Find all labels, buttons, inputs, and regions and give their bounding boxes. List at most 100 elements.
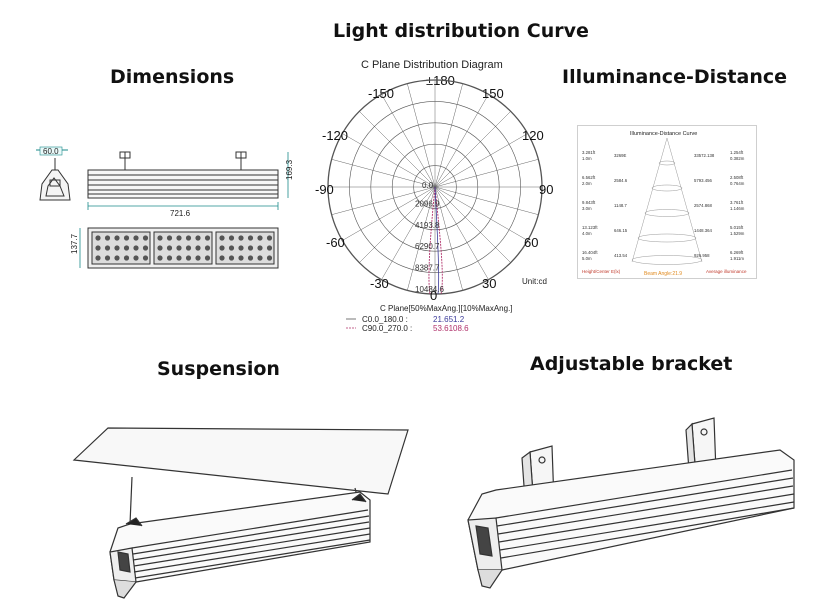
polar-title: C Plane Distribution Diagram — [361, 59, 503, 71]
polar-label-60: 60 — [524, 235, 538, 250]
led-chip — [219, 245, 225, 251]
led-chip — [123, 255, 130, 261]
polar-label-minus90: -90 — [315, 182, 334, 197]
led-chip — [104, 235, 111, 241]
legend-c0-value: 21.651.2 — [433, 315, 465, 324]
illum-cell: 0.764m — [730, 181, 745, 186]
illum-cell: 3.761ft — [730, 200, 744, 205]
polar-label-150: 150 — [482, 86, 504, 101]
led-chip — [247, 235, 254, 241]
led-chip — [176, 245, 182, 251]
led-chip — [238, 235, 244, 241]
suspended-fixture — [109, 491, 371, 599]
led-chip — [95, 235, 101, 241]
illum-cell: 1.254ft — [730, 150, 744, 155]
led-chip — [228, 235, 235, 241]
illum-cell: 1.529m — [730, 231, 745, 236]
led-chip — [123, 235, 130, 241]
illum-cell: 3269E — [614, 153, 627, 158]
legend-c90-name: C90.0_270.0 : — [362, 324, 412, 333]
led-chip — [185, 245, 192, 251]
illum-cell: 2.508ft — [730, 175, 744, 180]
polar-ring-label: 2096.9 — [415, 199, 440, 208]
led-chip — [257, 255, 263, 261]
illum-cell: 3.0m — [582, 206, 592, 211]
led-chip — [166, 235, 173, 241]
led-chip — [157, 235, 163, 241]
polar-spoke — [434, 186, 489, 280]
adjustable-bracket-heading: Adjustable bracket — [530, 353, 733, 375]
dim-width-label: 60.0 — [43, 147, 59, 156]
dimensions-drawing: 60.0 721.6 169.3 137.7 — [30, 140, 305, 280]
curve-c90 — [434, 186, 443, 295]
polar-spoke — [381, 186, 436, 280]
polar-spoke — [434, 186, 528, 241]
led-chip — [133, 245, 139, 251]
polar-spoke — [407, 186, 436, 291]
led-chip — [133, 255, 139, 261]
illum-footer-right: Average illuminance — [706, 269, 747, 274]
led-chip — [185, 255, 192, 261]
led-chip — [219, 235, 225, 241]
led-chip — [176, 255, 182, 261]
beam-cone — [631, 137, 703, 265]
polar-label-minus150: -150 — [368, 86, 394, 101]
illuminance-svg: Illuminance-Distance Curve 3.281ft1.0m32… — [582, 131, 747, 277]
illum-cell: 9.843ft — [582, 200, 596, 205]
polar-spoke — [331, 159, 436, 188]
illum-cell: 6.269ft — [730, 250, 744, 255]
curve-c90-mirror — [428, 186, 436, 295]
legend-c0-name: C0.0_180.0 : — [362, 315, 408, 324]
illum-cell: 3.281ft — [582, 150, 596, 155]
legend-c90-value: 53.6108.6 — [433, 324, 469, 333]
polar-spoke — [434, 94, 489, 188]
illuminance-distance-heading: Illuminance-Distance — [562, 66, 788, 88]
led-chip — [204, 255, 211, 261]
illum-cell: 1.146m — [730, 206, 745, 211]
polar-label-90: 90 — [539, 182, 553, 197]
side-view-fixture — [36, 149, 71, 201]
led-chip — [247, 255, 254, 261]
led-chip — [266, 245, 273, 251]
polar-spoke — [434, 83, 463, 188]
bracket-fixture — [467, 449, 795, 589]
polar-spoke — [407, 83, 436, 188]
led-chip — [123, 245, 130, 251]
polar-label-120: 120 — [522, 128, 544, 143]
polar-ring-label: 4193.8 — [415, 221, 440, 230]
illum-cell: 2584.6 — [614, 178, 628, 183]
illum-footer-left: Height/Center E(lx) — [582, 269, 621, 274]
illum-cell: 2.0m — [582, 181, 592, 186]
led-chip — [185, 235, 192, 241]
dim-depth-label: 137.7 — [70, 233, 79, 254]
light-distribution-heading: Light distribution Curve — [333, 20, 589, 42]
led-chip — [166, 255, 173, 261]
polar-svg: C Plane Distribution Diagram ±180 -150 1… — [315, 59, 553, 333]
suspension-wire-left — [129, 476, 133, 525]
illum-cell: 16.404ft — [582, 250, 598, 255]
polar-label-minus60: -60 — [326, 235, 345, 250]
illum-cell: 2574.868 — [694, 203, 713, 208]
led-chip — [114, 235, 120, 241]
polar-ring-label: 10484.6 — [415, 285, 444, 294]
polar-center-label: 0.0 — [422, 181, 434, 190]
polar-spoke — [359, 111, 436, 188]
led-chip — [104, 255, 111, 261]
dim-length-label: 721.6 — [170, 209, 191, 218]
polar-label-30: 30 — [482, 276, 496, 291]
led-chip — [95, 255, 101, 261]
illum-cell: 1.911m — [730, 256, 744, 261]
polar-spoke — [434, 159, 539, 188]
illum-cell: 6.562ft — [582, 175, 596, 180]
led-chip — [133, 235, 139, 241]
polar-spoke — [342, 133, 436, 188]
illum-cell: 0.382m — [730, 156, 745, 161]
illum-cell: 413.54 — [614, 253, 628, 258]
led-chip — [176, 235, 182, 241]
polar-unit: Unit:cd — [522, 277, 547, 286]
adjustable-bracket-illustration — [460, 410, 800, 605]
illuminance-title: Illuminance-Distance Curve — [630, 131, 697, 137]
bottom-view-fixture — [87, 227, 279, 269]
